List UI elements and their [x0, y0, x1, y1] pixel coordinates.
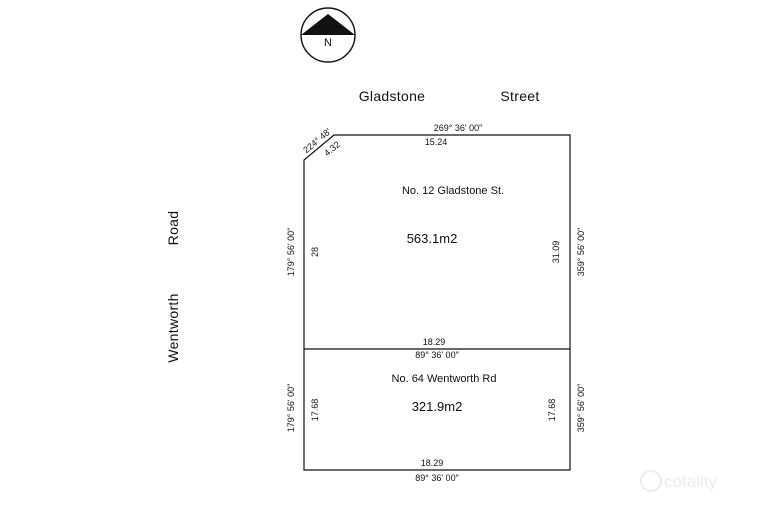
watermark: cotality — [640, 470, 717, 492]
right-length-lower: 17.68 — [547, 399, 557, 422]
street-name-north-1: Gladstone — [359, 88, 426, 104]
middle-length: 18.29 — [423, 337, 446, 347]
north-arrow-icon — [301, 14, 355, 35]
right-bearing-lower: 359° 56' 00" — [576, 384, 586, 433]
north-arrow: N — [300, 7, 356, 63]
watermark-text: cotality — [664, 472, 717, 491]
middle-bearing: 89° 36' 00" — [415, 350, 459, 360]
right-bearing-upper: 359° 56' 00" — [576, 228, 586, 277]
left-bearing-lower: 179° 56' 00" — [286, 384, 296, 433]
lot-boundaries — [303, 134, 571, 471]
left-length-upper: 28 — [310, 247, 320, 257]
street-name-north-2: Street — [500, 88, 539, 104]
lot-name: No. 12 Gladstone St. — [402, 185, 504, 197]
watermark-logo-icon — [640, 470, 662, 492]
top-length: 15.24 — [425, 137, 448, 147]
lot-area: 321.9m2 — [412, 399, 463, 414]
lower-lot-boundary — [303, 349, 571, 471]
lot-area: 563.1m2 — [407, 231, 458, 246]
right-length-upper: 31.09 — [551, 241, 561, 264]
top-bearing: 269° 36' 00" — [434, 123, 483, 133]
street-name-west-2: Road — [165, 211, 181, 246]
street-name-west-1: Wentworth — [165, 293, 181, 362]
lot-name: No. 64 Wentworth Rd — [392, 373, 497, 385]
left-length-lower: 17.68 — [310, 399, 320, 422]
left-bearing-upper: 179° 56' 00" — [286, 228, 296, 277]
bottom-bearing: 89° 36' 00" — [415, 473, 459, 483]
upper-lot-boundary — [303, 134, 571, 349]
north-label: N — [324, 37, 332, 49]
bottom-length: 18.29 — [421, 458, 444, 468]
